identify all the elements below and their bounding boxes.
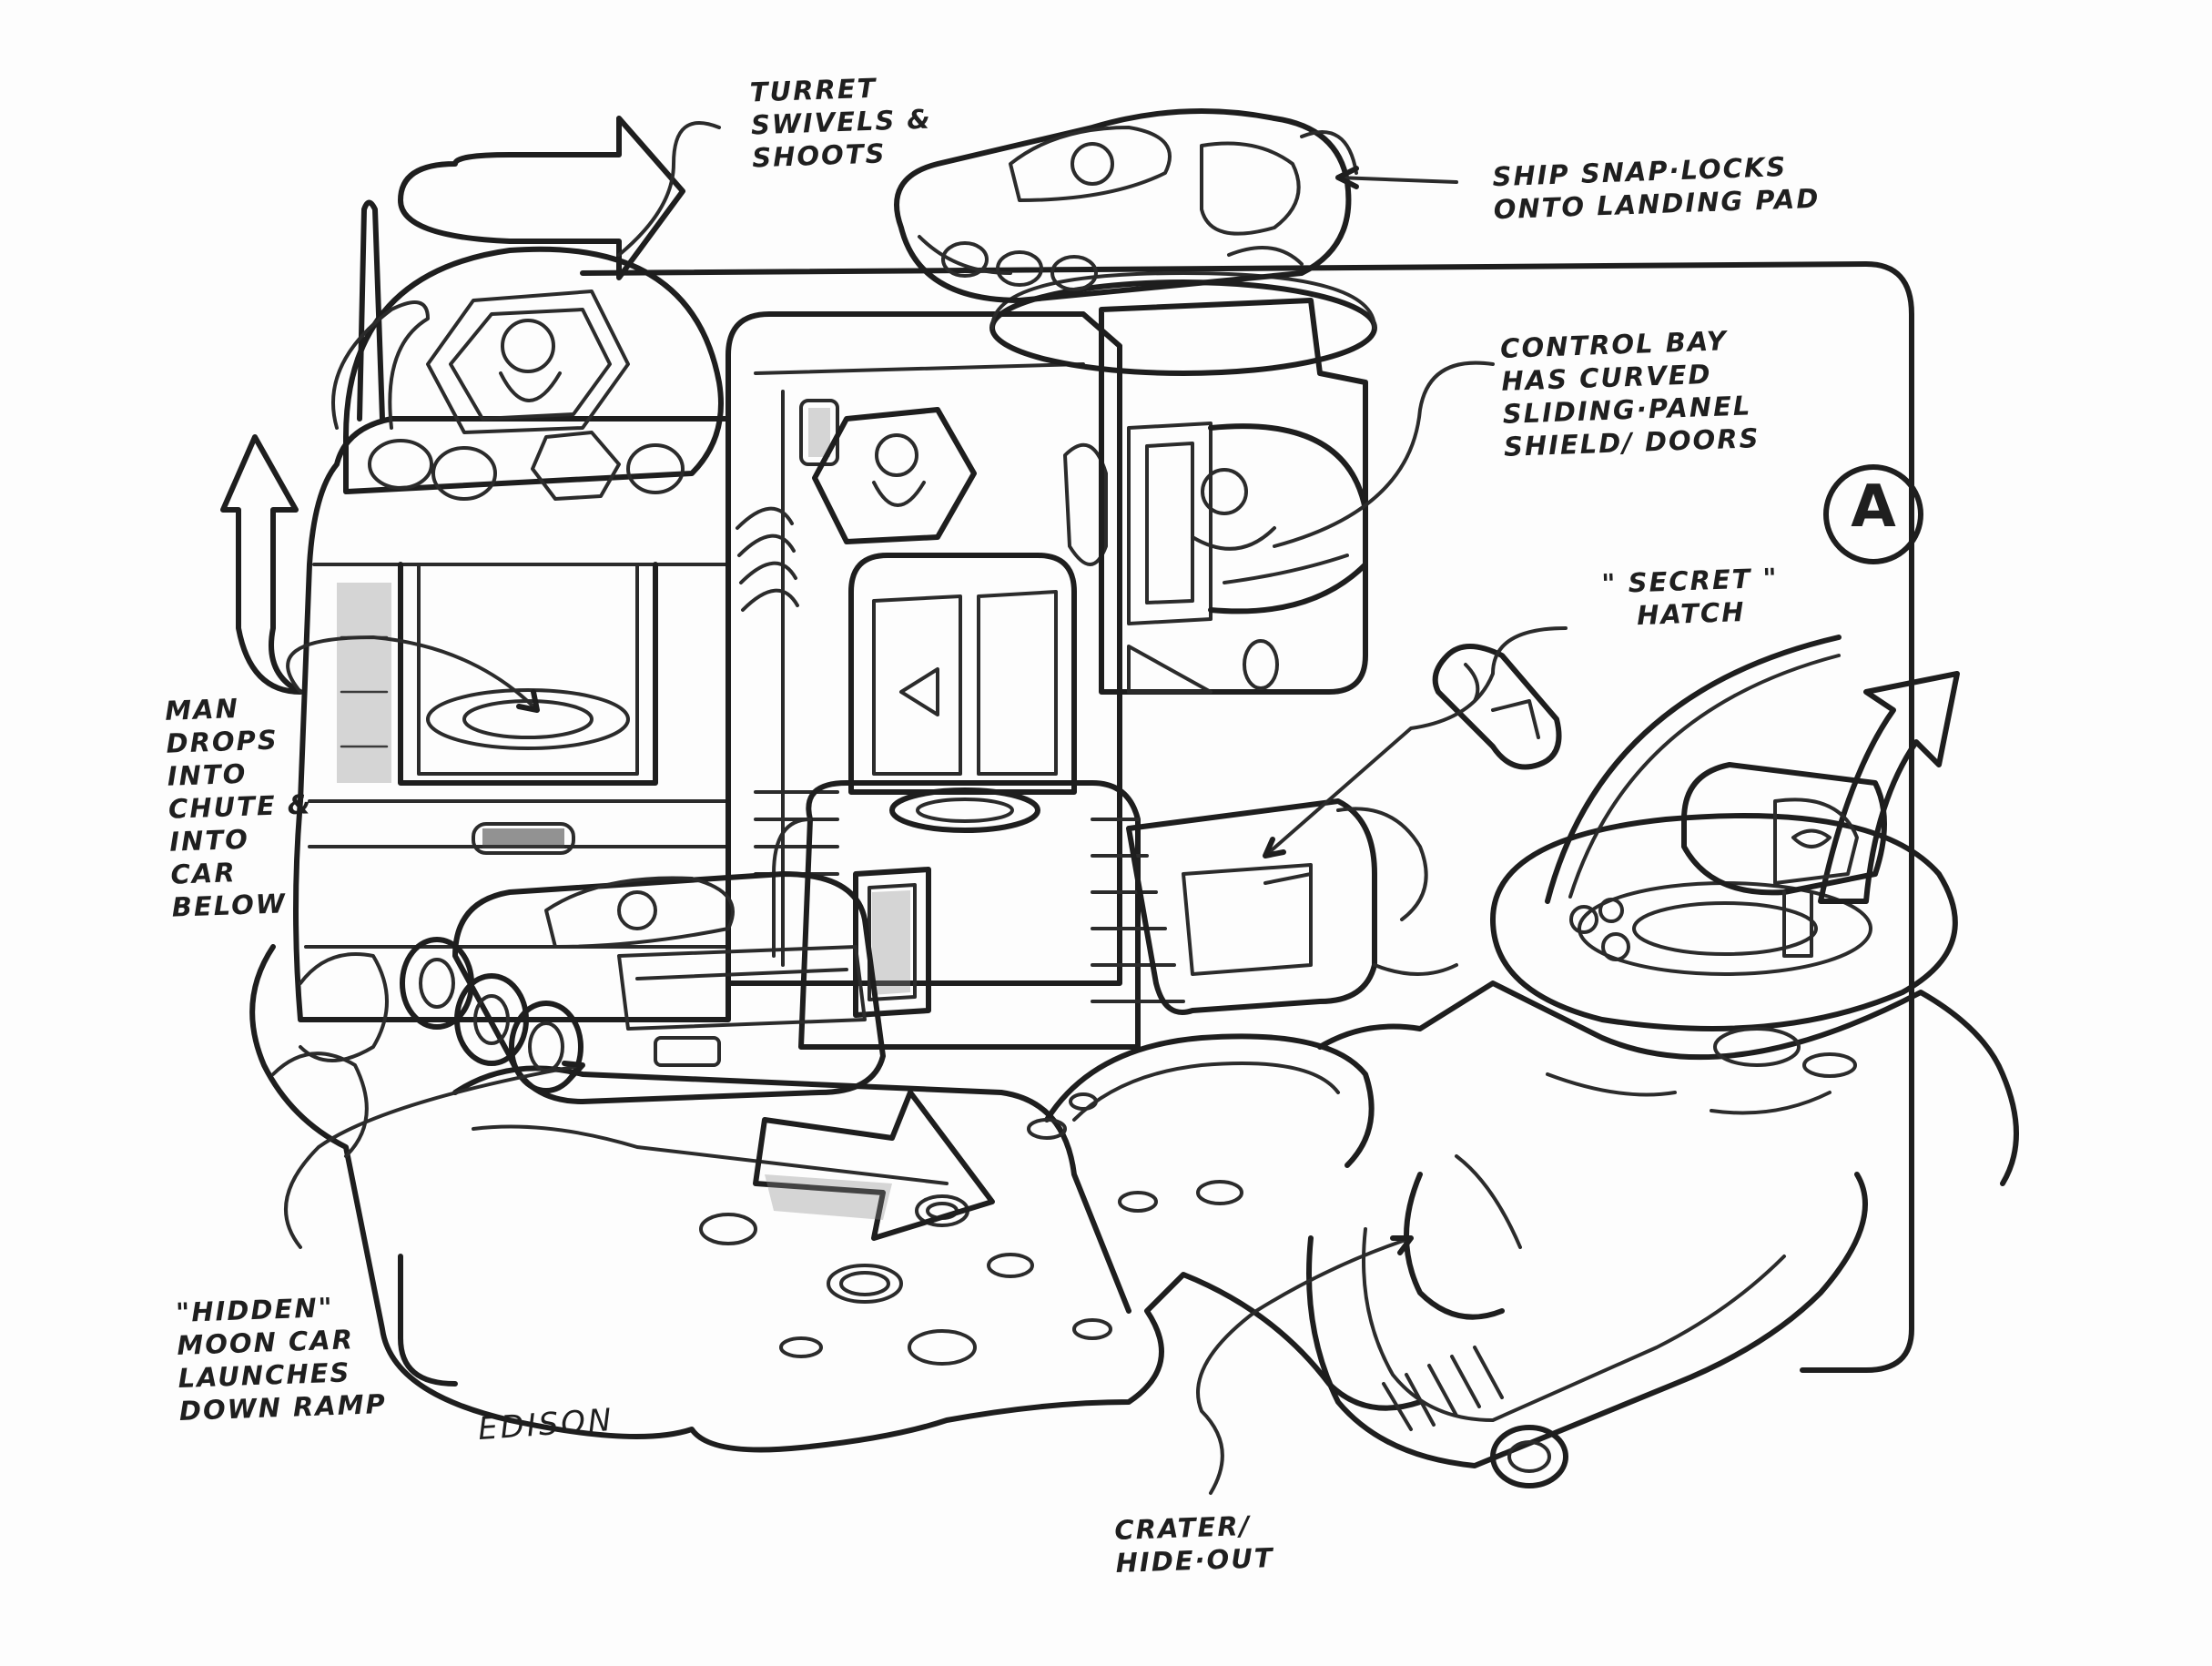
label-control-bay: CONTROL BAY HAS CURVED SLIDING·PANEL SHI… [1499,325,1760,462]
turret-dome [331,116,724,501]
leader-secret-hatch [1263,626,1568,858]
step-block [772,780,1185,1050]
leader-man-drops [286,635,539,712]
leader-crater [1196,1236,1413,1495]
ship [894,108,1358,303]
label-turret: TURRET SWIVELS & SHOOTS [749,72,933,174]
label-crater: CRATER/ HIDE·OUT [1113,1509,1275,1580]
landing-pad [989,271,1377,376]
hatch-open-arrow [1818,671,1960,904]
background-frame [398,261,1914,1387]
launch-arrow [753,1090,995,1241]
label-ship: SHIP SNAP·LOCKS ONTO LANDING PAD [1491,150,1821,226]
leader-moon-car [284,1063,584,1249]
center-building [725,311,1122,986]
leader-lines [284,121,1568,1495]
left-tower [293,416,731,1022]
turret-rotation-arrow [398,116,685,280]
leader-ship [1336,176,1458,184]
leader-turret [617,121,721,257]
crater-hideout [1306,635,2019,1488]
label-secret-hatch: " SECRET " HATCH [1600,562,1780,632]
leader-control-bay [1273,361,1495,548]
badge-letter: A [1851,473,1896,541]
drop-arrow [220,434,303,695]
label-moon-car: "HIDDEN" MOON CAR LAUNCHES DOWN RAMP [175,1291,388,1427]
control-bay [1099,298,1368,695]
secret-hatch [1126,644,1562,1015]
label-man-drops: MAN DROPS INTO CHUTE & INTO CAR BELOW [164,692,313,923]
badge-circle [1823,464,1923,564]
